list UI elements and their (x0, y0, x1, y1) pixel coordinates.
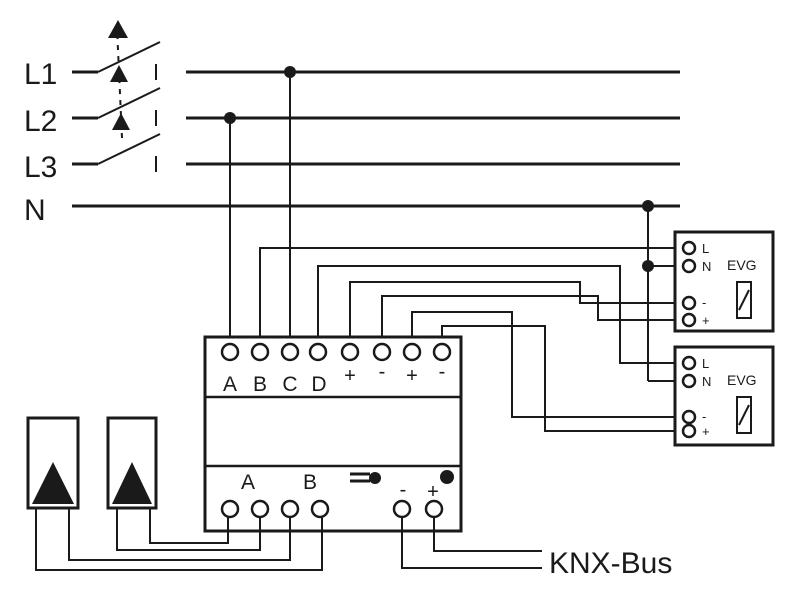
switch-blade-l1 (97, 41, 161, 73)
ballast-1-title: EVG (727, 257, 757, 273)
terminal (681, 355, 697, 371)
line-label-l3: L3 (24, 151, 57, 184)
ballast-2: L N - + EVG (673, 345, 775, 447)
terminal-b (250, 342, 270, 362)
three-pole-switch (97, 20, 161, 172)
terminal-label: + (406, 365, 418, 387)
terminal (681, 312, 697, 328)
terminal (280, 499, 300, 519)
terminal (681, 295, 697, 311)
terminal (310, 499, 330, 519)
switch-blade-l3 (97, 133, 161, 165)
arrow-up-icon (108, 20, 128, 38)
terminal-plus-1 (340, 342, 360, 362)
bus-terminal-plus (424, 499, 444, 519)
junction-dot (284, 66, 296, 78)
input-group-a-label: A (241, 471, 255, 494)
knx-bus-label: KNX-Bus (549, 547, 672, 580)
supply-drops (224, 66, 654, 381)
switch-blade-l2 (97, 87, 161, 119)
line-label-n: N (24, 194, 46, 227)
terminal-label: - (439, 361, 446, 383)
arrow-up-icon (110, 65, 128, 82)
junction-dot (642, 200, 654, 212)
terminal (681, 423, 697, 439)
actuator-box (203, 335, 463, 533)
switch-linkage (116, 27, 123, 139)
terminal-minus-2 (432, 342, 452, 362)
terminal (681, 409, 697, 425)
terminal-a (220, 342, 240, 362)
programming-led-icon (440, 470, 454, 484)
bus-terminal-minus (392, 499, 412, 519)
ballast-2-plus-label: + (702, 424, 710, 439)
terminal-label: - (379, 361, 386, 383)
ballast-1-l-label: L (702, 241, 709, 256)
lamp-icon (736, 281, 752, 319)
input-group-b-label: B (303, 471, 317, 494)
ballast-1-n-label: N (702, 259, 711, 274)
terminal-minus-1 (372, 342, 392, 362)
ballast-2-title: EVG (727, 372, 757, 388)
line-label-l2: L2 (24, 105, 57, 138)
ballast-wiring (259, 247, 688, 432)
terminal-plus-2 (402, 342, 422, 362)
push-buttons (26, 416, 323, 571)
knx-bus: KNX-Bus (401, 517, 672, 580)
triangle-up-icon (112, 462, 152, 504)
terminal (681, 373, 697, 389)
terminal-d (308, 342, 328, 362)
terminal (220, 499, 240, 519)
triangle-up-icon (32, 462, 74, 504)
terminal-label: A (223, 373, 237, 396)
terminal-label: C (282, 373, 297, 396)
lamp-icon (736, 396, 752, 434)
supply-lines: L1 L2 L3 N (24, 58, 680, 227)
terminal-c (280, 342, 300, 362)
ballast-2-minus-label: - (702, 409, 706, 424)
terminal-label: B (253, 373, 267, 396)
terminal-label: D (311, 373, 326, 396)
bus-minus-label: - (400, 479, 407, 501)
ballast-1: L N - + EVG (673, 230, 775, 333)
bus-plus-label: + (427, 481, 439, 503)
terminal-label: + (344, 365, 356, 387)
terminal (250, 499, 270, 519)
line-label-l1: L1 (24, 58, 57, 91)
arrow-up-icon (112, 113, 130, 130)
ballast-2-n-label: N (702, 374, 711, 389)
ballast-1-minus-label: - (702, 295, 706, 310)
terminal (681, 240, 697, 256)
ballast-2-l-label: L (702, 356, 709, 371)
ballast-1-plus-label: + (702, 313, 710, 328)
actuator-module: A B C D + - + - A B - + (203, 335, 463, 533)
junction-dot (224, 112, 236, 124)
terminal (681, 258, 697, 274)
programming-button-icon (350, 472, 381, 484)
